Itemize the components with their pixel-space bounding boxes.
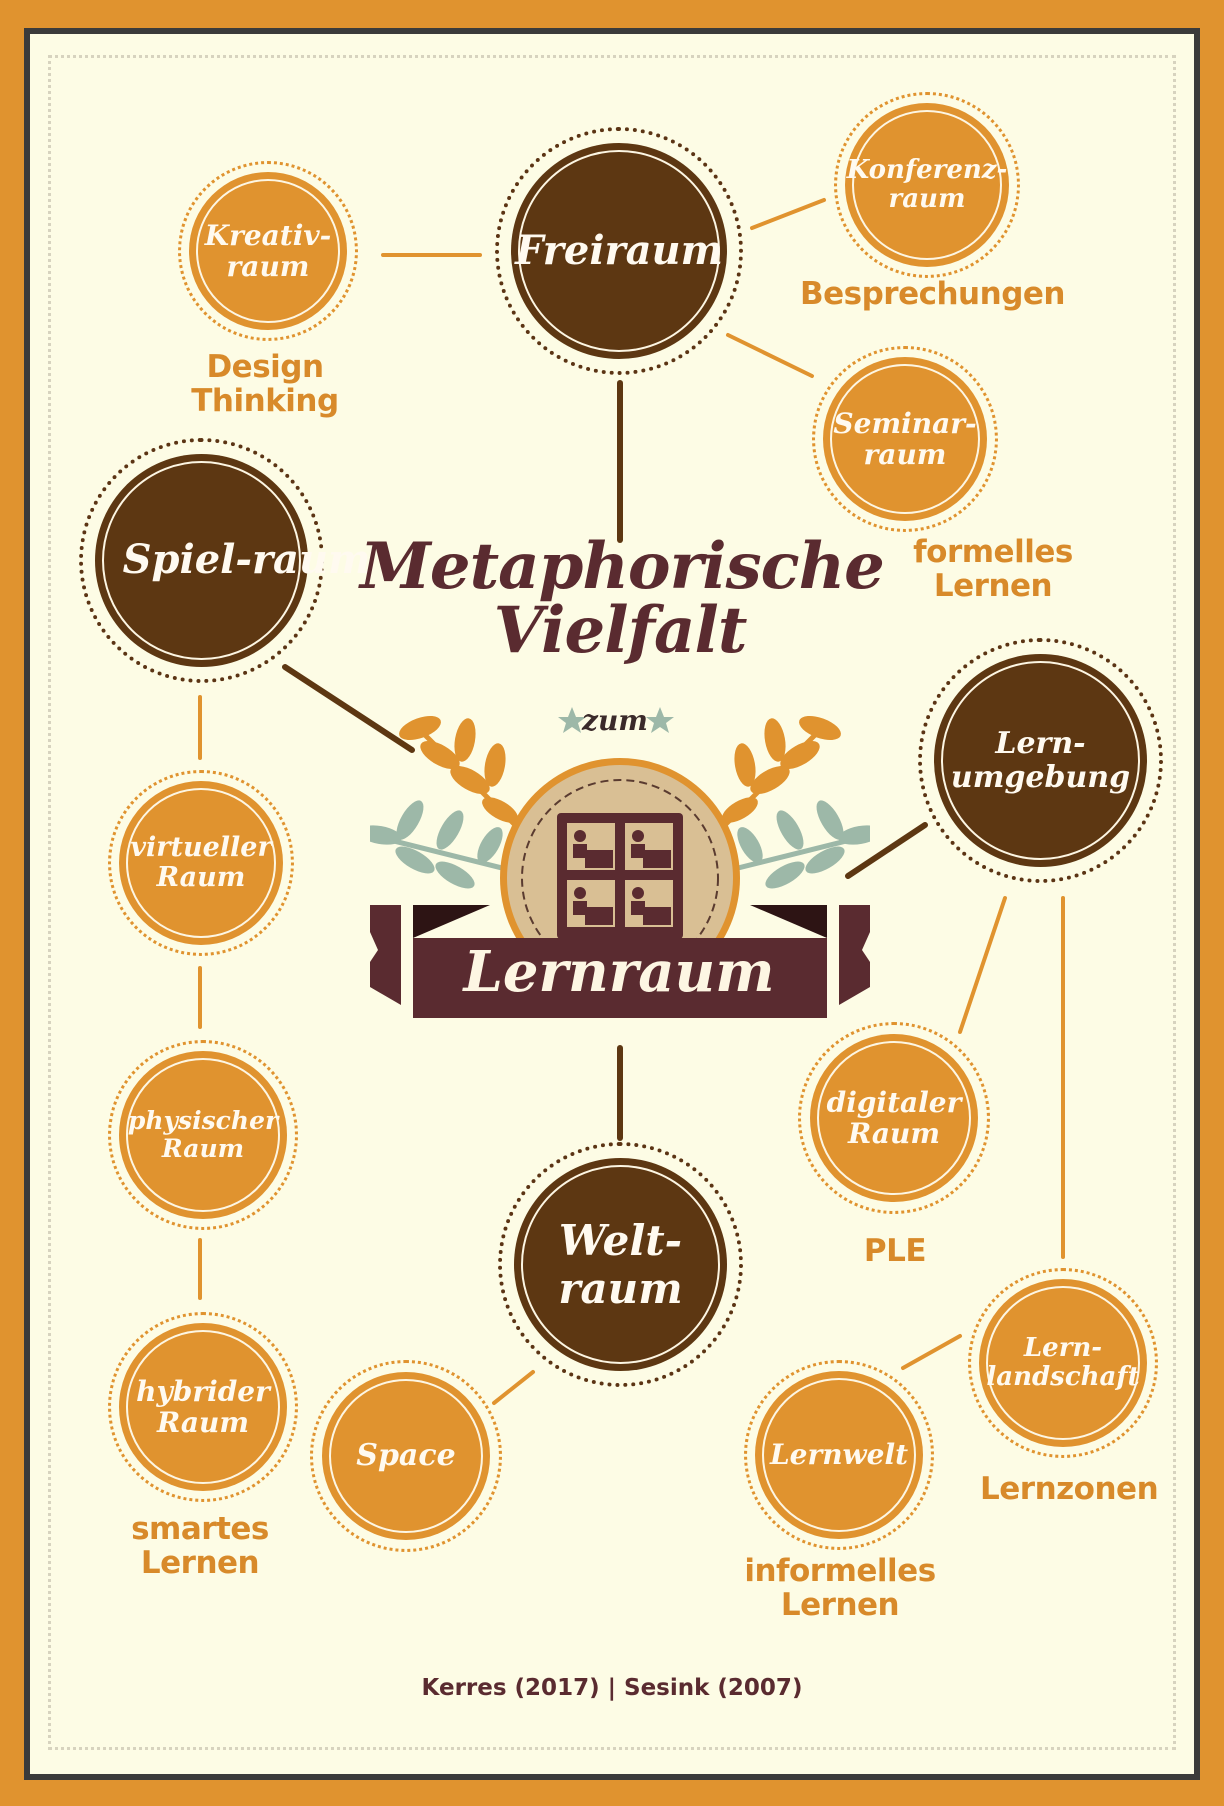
sage-branch-left-icon xyxy=(370,800,511,889)
zum-stars xyxy=(558,707,674,733)
node-weltraum: Welt- raum xyxy=(498,1142,743,1387)
node-lernwelt-label: Lernwelt xyxy=(769,1438,909,1472)
line-freiraum-konferenzraum xyxy=(750,198,826,230)
node-virtueller-raum: virtueller Raum xyxy=(108,770,294,956)
node-digitaler-raum-label: digitaler Raum xyxy=(826,1085,962,1150)
label-lernzonen: Lernzonen xyxy=(980,1471,1159,1507)
star-left-icon xyxy=(558,707,586,733)
node-hybrider-raum: hybrider Raum xyxy=(108,1312,298,1502)
center-label: Lernraum xyxy=(463,939,775,1005)
sage-branch-right-icon xyxy=(729,800,870,889)
node-physischer-raum-label: physischer Raum xyxy=(127,1106,279,1163)
node-lernlandschaft: Lern- landschaft xyxy=(968,1268,1158,1458)
node-konferenzraum-label: Konferenz- raum xyxy=(846,154,1008,214)
line-lernlandschaft-lernwelt xyxy=(901,1334,962,1370)
ribbon-banner xyxy=(370,905,870,1018)
orange-branch-right-icon xyxy=(718,715,841,832)
line-weltraum-space xyxy=(492,1370,535,1405)
node-lernumgebung-label: Lern- umgebung xyxy=(950,725,1131,795)
node-space-label: Space xyxy=(356,1438,456,1474)
node-seminarraum: Seminar- raum xyxy=(812,346,998,532)
node-space: Space xyxy=(310,1360,502,1552)
line-freiraum-seminarraum xyxy=(726,333,814,378)
label-ple: PLE xyxy=(863,1233,927,1269)
node-spielraum: Spiel-raum xyxy=(79,438,370,683)
line-lernumgebung-digital xyxy=(958,896,1007,1034)
node-lernlandschaft-label: Lern- landschaft xyxy=(986,1332,1140,1392)
classroom-icon xyxy=(557,813,683,939)
node-digitaler-raum: digitaler Raum xyxy=(798,1022,990,1214)
line-spielraum-center xyxy=(282,664,415,753)
node-virtueller-raum-label: virtueller Raum xyxy=(130,831,272,893)
node-lernumgebung: Lern- umgebung xyxy=(918,638,1163,883)
connector-zum: zum xyxy=(582,704,648,737)
title: Metaphorische Vielfalt xyxy=(360,529,885,668)
star-right-icon xyxy=(646,707,674,733)
node-hybrider-raum-label: hybrider Raum xyxy=(136,1374,270,1439)
line-lernumgebung-center xyxy=(845,822,928,879)
node-weltraum-label: Welt- raum xyxy=(558,1216,683,1313)
node-freiraum-label: Freiraum xyxy=(515,226,723,274)
node-spielraum-label: Spiel-raum xyxy=(122,536,371,584)
footer-citation: Kerres (2017) | Sesink (2007) xyxy=(421,1675,803,1701)
node-physischer-raum: physischer Raum xyxy=(108,1040,298,1230)
label-design-thinking: Design Thinking xyxy=(191,349,339,420)
node-lernwelt: Lernwelt xyxy=(744,1360,934,1550)
node-kreativraum-label: Kreativ- raum xyxy=(204,218,332,283)
node-seminarraum-label: Seminar- raum xyxy=(833,406,977,471)
node-freiraum: Freiraum xyxy=(495,127,743,375)
label-formelles-lernen: formelles Lernen xyxy=(913,534,1073,605)
label-informelles-lernen: informelles Lernen xyxy=(744,1553,936,1624)
center-emblem xyxy=(370,715,870,1018)
node-konferenzraum: Konferenz- raum xyxy=(834,92,1020,278)
label-smartes-lernen: smartes Lernen xyxy=(131,1511,269,1582)
node-kreativraum: Kreativ- raum xyxy=(178,161,358,341)
orange-branch-left-icon xyxy=(399,715,522,832)
dotted-border xyxy=(48,55,1176,1750)
label-besprechungen: Besprechungen xyxy=(800,276,1065,312)
